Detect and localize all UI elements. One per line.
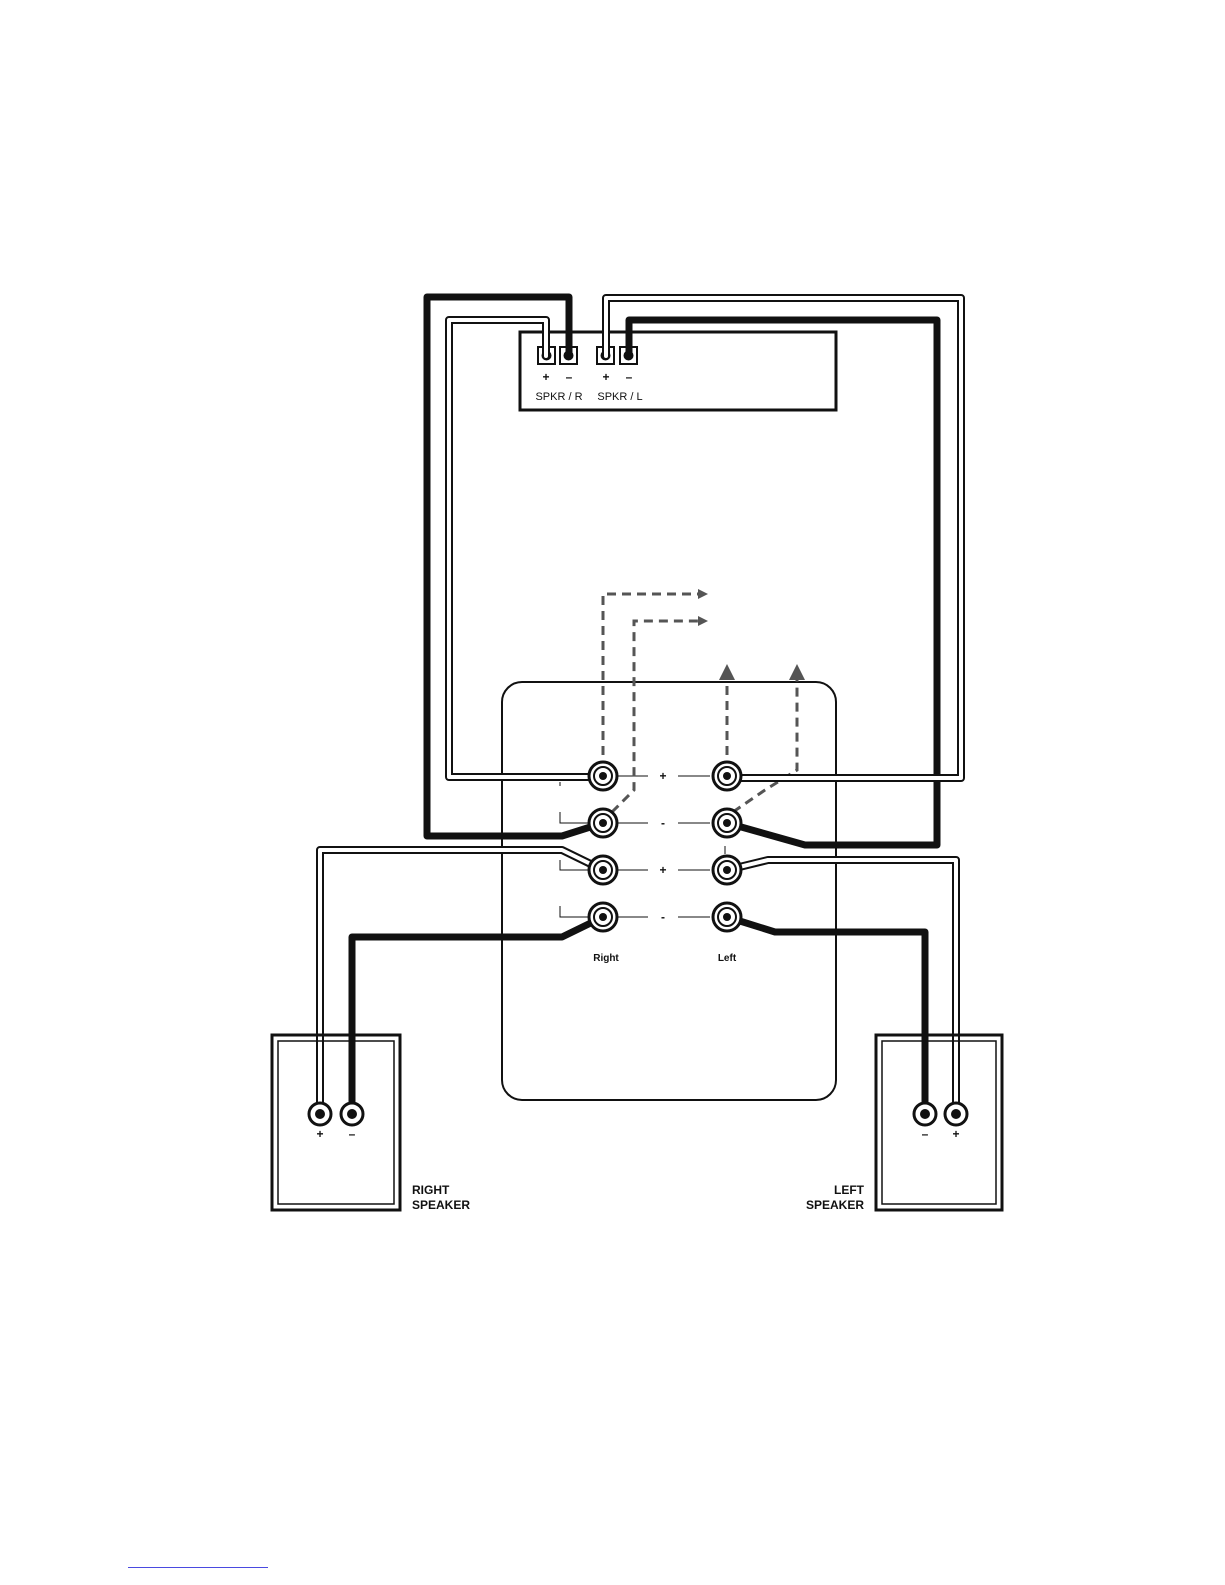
amp-sign-left-minus: –	[626, 370, 633, 384]
right-speaker-minus-sign: –	[349, 1127, 356, 1141]
wire-left-speaker-minus	[727, 917, 925, 1112]
wire-right-speaker-minus	[352, 917, 603, 1112]
post-right-row4	[589, 903, 617, 931]
post-left-row4	[713, 903, 741, 931]
right-speaker: + – RIGHT SPEAKER	[272, 1035, 470, 1212]
white-wires-outer	[320, 298, 961, 1112]
wire-right-speaker-plus	[320, 850, 603, 1112]
amp-sign-right-minus: –	[566, 370, 573, 384]
post-left-row3	[713, 856, 741, 884]
left-speaker-minus-sign: –	[922, 1127, 929, 1141]
right-speaker-minus-terminal	[341, 1103, 363, 1125]
amp-sign-left-plus: +	[602, 370, 609, 384]
wire-amp-l-minus	[629, 320, 937, 845]
crossover-label-right: Right	[593, 953, 619, 964]
left-speaker-label-line2: SPEAKER	[806, 1198, 864, 1212]
post-left-row2	[713, 809, 741, 837]
dashed-path-right-low	[612, 621, 700, 812]
wire-amp-r-plus	[449, 320, 603, 777]
left-speaker-label-line1: LEFT	[834, 1183, 865, 1197]
right-speaker-plus-sign: +	[316, 1127, 323, 1141]
black-wires	[352, 297, 937, 1112]
post-right-row3	[589, 856, 617, 884]
right-speaker-label-line2: SPEAKER	[412, 1198, 470, 1212]
dashed-path-left-low	[733, 676, 797, 812]
crossover-sign-row2: -	[661, 816, 665, 830]
left-speaker-plus-terminal	[945, 1103, 967, 1125]
post-left-row1	[713, 762, 741, 790]
left-speaker-plus-sign: +	[952, 1127, 959, 1141]
post-right-row2	[589, 809, 617, 837]
wire-amp-r-minus	[427, 297, 603, 836]
amp-label-spkr-r: SPKR / R	[535, 391, 582, 403]
crossover-sign-row4: -	[661, 910, 665, 924]
white-wires-inner	[320, 298, 961, 1112]
right-speaker-plus-terminal	[309, 1103, 331, 1125]
crossover-sign-row3: +	[659, 863, 666, 877]
right-speaker-label-line1: RIGHT	[412, 1183, 450, 1197]
arrow-up-left-low	[789, 664, 805, 680]
wire-amp-l-plus	[606, 298, 961, 778]
crossover-sign-row1: +	[659, 769, 666, 783]
crossover-posts	[589, 762, 741, 931]
arrow-up-left-high	[719, 664, 735, 680]
amp-label-spkr-l: SPKR / L	[597, 391, 642, 403]
post-right-row1	[589, 762, 617, 790]
crossover-label-left: Left	[718, 953, 737, 964]
crossover-plate: + - + - Right Left	[502, 682, 836, 1100]
amp-sign-right-plus: +	[542, 370, 549, 384]
footer-rule	[128, 1567, 268, 1568]
dashed-arrowheads	[719, 664, 805, 680]
left-speaker-minus-terminal	[914, 1103, 936, 1125]
